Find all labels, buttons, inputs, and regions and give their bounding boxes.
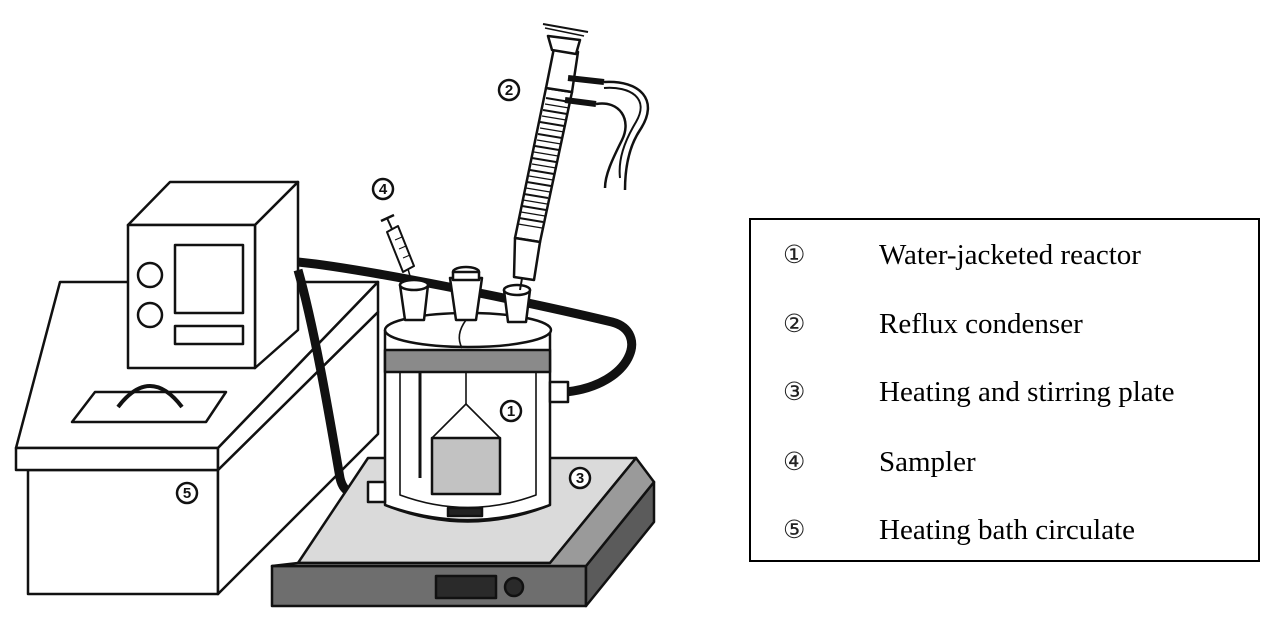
svg-text:4: 4 — [379, 181, 388, 198]
syringe-thumb — [380, 213, 395, 223]
bath-arch-handle — [116, 384, 184, 409]
plate-base-front — [270, 564, 588, 608]
marker-2: 2 — [497, 78, 521, 102]
jacket-nozzle-right — [548, 380, 570, 404]
reactor-band — [383, 348, 552, 374]
plate-top-edge — [270, 456, 656, 568]
legend-number: ① — [783, 240, 806, 269]
legend-box: ① Water-jacketed reactor ② Reflux conden… — [749, 218, 1260, 562]
stirrer-wire — [458, 319, 467, 349]
controller-display — [173, 324, 245, 346]
bath-slab-side — [216, 280, 380, 472]
marker-4: 4 — [371, 177, 395, 201]
legend-number: ⑤ — [783, 515, 806, 544]
water-jacketed-reactor — [366, 265, 570, 523]
legend-number: ② — [783, 309, 806, 338]
coolant-hose-3 — [595, 102, 627, 189]
legend-number: ④ — [783, 447, 806, 476]
jacket-nozzle-left — [366, 480, 387, 504]
neck-right-rim — [502, 283, 532, 297]
heating-bath-circulator — [14, 180, 380, 596]
plate-display — [434, 574, 498, 600]
legend-row: ④ Sampler — [751, 442, 1258, 482]
reactor-bottom — [384, 503, 551, 523]
bath-opening — [70, 390, 228, 424]
marker-3: 3 — [568, 466, 592, 490]
svg-text:3: 3 — [576, 470, 584, 487]
legend-row: ② Reflux condenser — [751, 304, 1258, 344]
legend-label: Sampler — [879, 446, 976, 478]
neck-center — [448, 276, 484, 322]
legend-label: Reflux condenser — [879, 308, 1083, 340]
markers: 1 2 3 4 5 — [175, 78, 592, 505]
svg-text:1: 1 — [507, 403, 515, 420]
condenser-bottom-joint — [512, 236, 542, 282]
syringe-mark-2 — [398, 245, 407, 250]
sampler-syringe — [380, 213, 415, 277]
syringe-barrel — [386, 225, 415, 273]
legend-label: Water-jacketed reactor — [879, 239, 1141, 271]
condenser-top-cup — [546, 34, 582, 56]
svg-text:5: 5 — [183, 485, 191, 502]
legend-label: Heating and stirring plate — [879, 376, 1175, 408]
svg-text:2: 2 — [505, 82, 513, 99]
syringe-mark-1 — [394, 236, 403, 241]
controller-knob-top — [136, 261, 164, 289]
neck-left-rim — [398, 278, 430, 292]
coolant-hose-2 — [603, 86, 642, 179]
coolant-hose-1 — [603, 80, 650, 191]
marker-5: 5 — [175, 481, 199, 505]
condenser-top-rim — [542, 23, 589, 33]
condenser-top-lip — [544, 27, 585, 37]
legend-label: Heating bath circulate — [879, 514, 1136, 546]
reflux-condenser — [512, 23, 650, 291]
legend-number: ③ — [783, 377, 806, 406]
controller-knob-bottom — [136, 301, 164, 329]
bath-slab-front — [14, 446, 220, 472]
legend-row: ⑤ Heating bath circulate — [751, 510, 1258, 550]
condenser-port-lower — [564, 97, 597, 107]
neck-center-cap — [451, 270, 481, 282]
condenser-coil — [517, 97, 571, 229]
syringe-plunger — [386, 217, 393, 230]
plate-knob — [503, 576, 525, 598]
tube-outlet — [297, 257, 636, 397]
legend-row: ③ Heating and stirring plate — [751, 372, 1258, 412]
stirrer-block — [430, 436, 502, 496]
condenser-port-upper — [567, 75, 605, 85]
marker-1: 1 — [499, 399, 523, 423]
legend-row: ① Water-jacketed reactor — [751, 235, 1258, 275]
controller-screen — [173, 243, 245, 315]
syringe-mark-3 — [402, 254, 411, 259]
stir-bar — [446, 506, 484, 518]
